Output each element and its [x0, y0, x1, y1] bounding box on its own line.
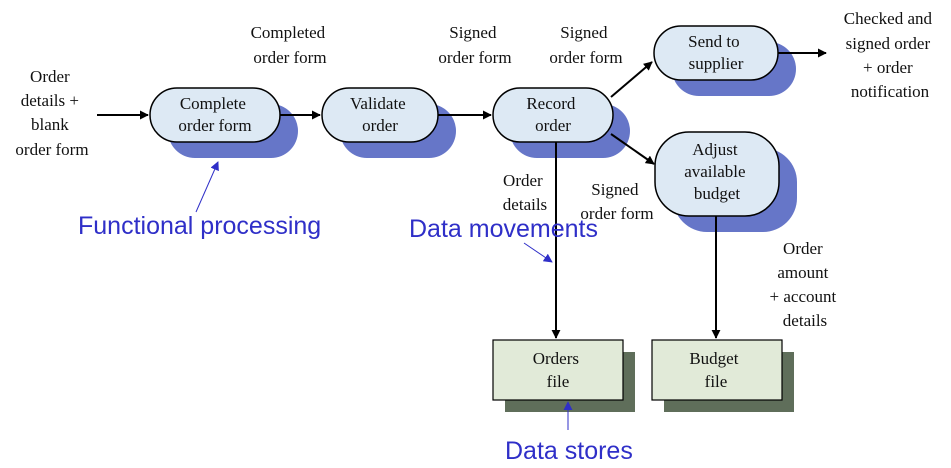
process-label-line: supplier — [689, 54, 744, 73]
process-label-line: available — [684, 162, 745, 181]
store-label-line: Orders — [533, 349, 579, 368]
store-budget-file: Budget file — [651, 339, 794, 412]
svg-text:Complete order form: Complete order form — [178, 94, 251, 135]
svg-text:Adjust available b: Adjust available budget — [684, 140, 750, 203]
svg-text:Orders file: Orders file — [533, 349, 584, 391]
process-label-line: Send to — [688, 32, 739, 51]
process-label-line: budget — [694, 184, 741, 203]
flow-label-input: Order details + blank order form — [15, 67, 88, 159]
store-label-line: file — [705, 372, 728, 391]
svg-text:Record order: Record order — [526, 94, 579, 135]
annotation-data-stores: Data stores — [505, 437, 633, 465]
process-label-line: Validate — [350, 94, 406, 113]
process-label-line: Adjust — [692, 140, 738, 159]
process-send-to-supplier: Send to supplier — [653, 25, 796, 96]
annotation-functional-processing: Functional processing — [78, 212, 321, 240]
process-label-line: Record — [526, 94, 576, 113]
process-label-line: order — [362, 116, 398, 135]
process-record-order: Record order — [492, 87, 630, 158]
store-label-line: Budget — [689, 349, 738, 368]
flow-label-completed-order-form: Completed order form — [251, 23, 330, 67]
process-label-line: order form — [178, 116, 251, 135]
flow-arrow-record-to-send — [610, 61, 653, 98]
process-label-line: Complete — [180, 94, 246, 113]
flow-label-output: Checked and signed order + order notific… — [844, 9, 937, 101]
flow-label-order-details: Order details — [503, 171, 547, 214]
store-label-line: file — [547, 372, 570, 391]
svg-text:Budget file: Budget file — [689, 349, 742, 391]
process-adjust-available-budget: Adjust available budget — [654, 131, 797, 232]
flow-arrow-record-to-adjust — [610, 133, 655, 165]
annotation-data-movements: Data movements — [409, 215, 598, 243]
flow-label-signed-order-form-3: Signed order form — [580, 180, 653, 223]
flow-label-order-amount: Order amount + account details — [770, 239, 841, 330]
flow-label-signed-order-form-1: Signed order form — [438, 23, 511, 67]
flow-label-signed-order-form-2: Signed order form — [549, 23, 622, 67]
annotation-pointer-movements — [523, 242, 553, 263]
store-orders-file: Orders file — [492, 339, 635, 412]
process-complete-order-form: Complete order form — [149, 87, 298, 158]
process-validate-order: Validate order — [321, 87, 456, 158]
svg-text:Send to supplier: Send to supplier — [688, 32, 744, 73]
svg-text:Validate order: Validate order — [350, 94, 410, 135]
annotation-pointer-functional — [195, 161, 219, 213]
process-label-line: order — [535, 116, 571, 135]
